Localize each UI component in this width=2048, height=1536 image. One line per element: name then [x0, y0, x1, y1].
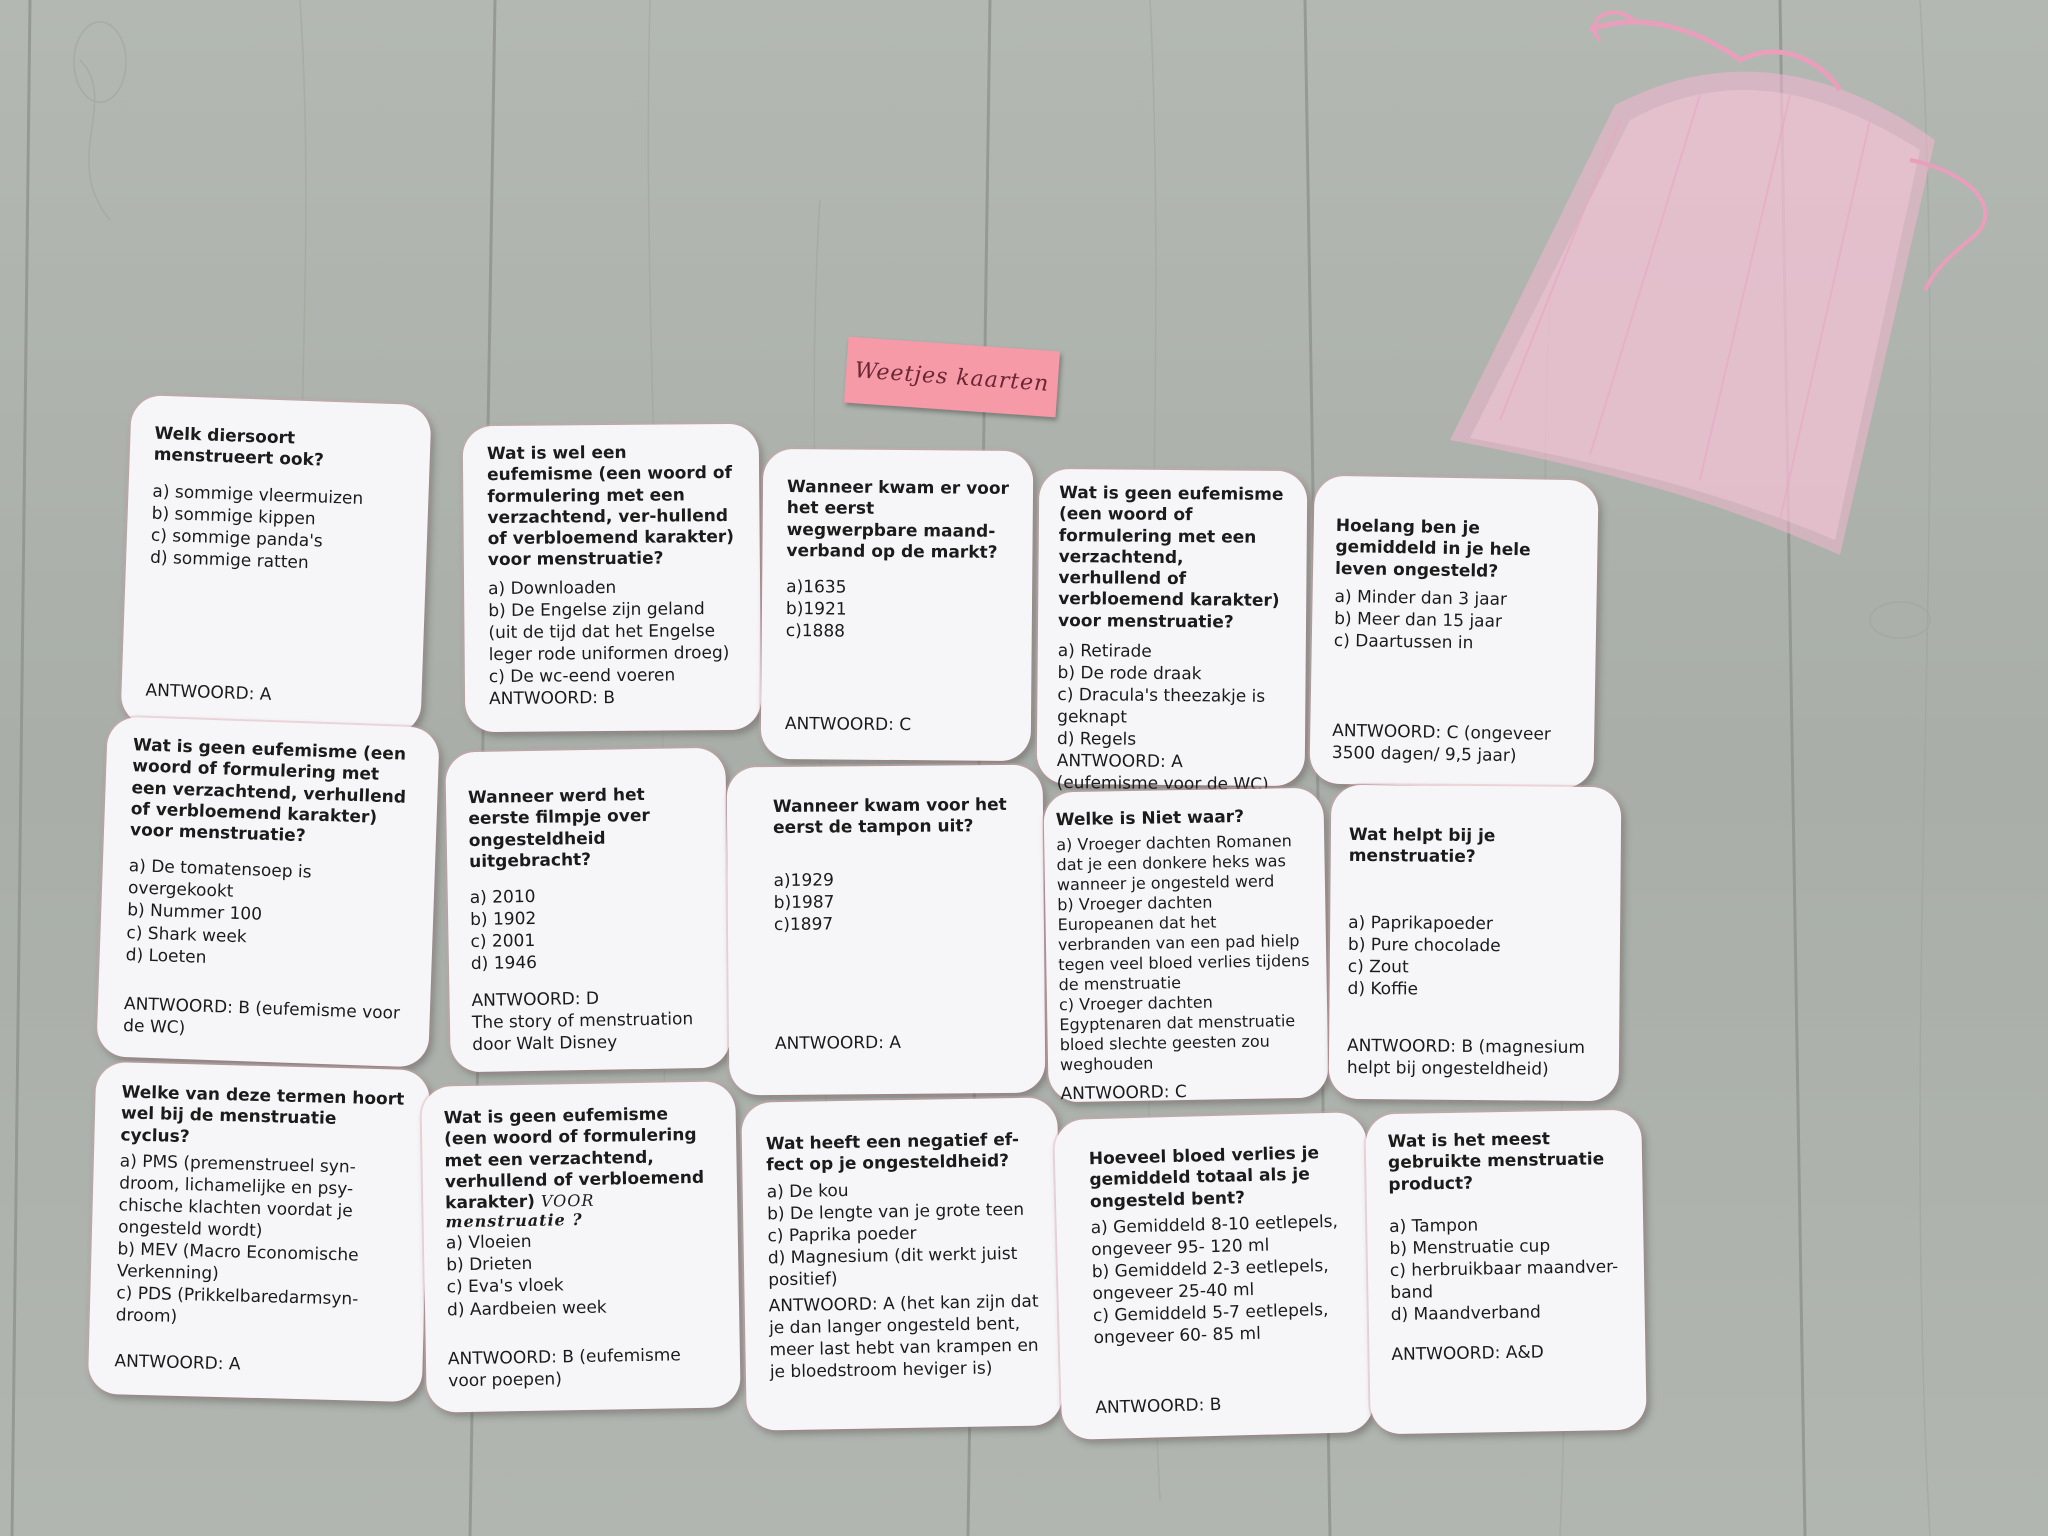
card-answer: ANTWOORD: B (eufemisme voor poepen) — [447, 1345, 681, 1392]
card-options: a) PMS (premenstrueel syn-droom, lichame… — [115, 1150, 408, 1334]
card-option: c) Dracula's theezakje is geknapt — [1057, 684, 1266, 728]
card-question: Wanneer werd het eerste filmpje over ong… — [467, 784, 650, 872]
card-option: c)1888 — [785, 621, 846, 642]
card-question: Wat is geen eufemisme (een woord of form… — [129, 735, 407, 847]
quiz-card[interactable]: Wanneer werd het eerste filmpje over ong… — [445, 747, 731, 1073]
card-options: a) De kou b) De lengte van je grote teen… — [767, 1176, 1039, 1291]
card-option: a) PMS (premenstrueel syn-droom, lichame… — [117, 1151, 357, 1242]
card-question: Wat is het meest gebruikte menstruatie p… — [1387, 1129, 1605, 1195]
card-question: Hoelang ben je gemiddeld in je hele leve… — [1334, 515, 1531, 582]
card-option: d) Regels — [1056, 729, 1137, 750]
card-option: d) Magnesium (dit werkt juist positief) — [767, 1243, 1018, 1291]
card-options: a)1635 b)1921 c)1888 — [786, 576, 1009, 644]
card-option: a) Downloaden — [488, 577, 617, 599]
card-option: b)1921 — [785, 599, 847, 620]
card-answer: ANTWOORD: A — [774, 1032, 902, 1054]
card-option: d) Aardbeien week — [446, 1297, 607, 1320]
card-option: d) Koffie — [1347, 978, 1419, 1000]
quiz-card[interactable]: Wat is geen eufemisme (een woord of form… — [96, 716, 440, 1068]
quiz-card[interactable]: Wat heeft een negatief ef-fect op je ong… — [741, 1097, 1063, 1431]
quiz-card[interactable]: Wat is geen eufemisme (een woord of form… — [1036, 468, 1308, 795]
quiz-card[interactable]: Hoeveel bloed verlies je gemiddeld totaa… — [1053, 1111, 1375, 1441]
card-options: a)1929 b)1987 c)1897 — [773, 867, 1020, 935]
card-options: a) Tampon b) Menstruatie cup c) herbruik… — [1389, 1212, 1627, 1327]
quiz-card[interactable]: Hoelang ben je gemiddeld in je hele leve… — [1309, 475, 1599, 789]
card-question: Wat helpt bij je menstruatie? — [1348, 824, 1496, 868]
card-option: a)1635 — [786, 577, 847, 598]
card-answer: ANTWOORD: B (magnesium helpt bij ongeste… — [1346, 1035, 1586, 1080]
card-option: a) Paprikapoeder — [1348, 912, 1493, 934]
card-options: a) Gemiddeld 8-10 eetlepels, ongeveer 95… — [1090, 1210, 1349, 1349]
card-question: Welk diersoort menstrueert ook? — [153, 423, 325, 471]
card-options: a) sommige vleermuizen b) sommige kippen… — [150, 480, 405, 577]
card-option: d) Maandverband — [1390, 1302, 1542, 1326]
card-option: c) Gemiddeld 5-7 eetlepels, ongeveer 60-… — [1092, 1300, 1329, 1349]
card-question: Hoeveel bloed verlies je gemiddeld totaa… — [1088, 1143, 1320, 1212]
organza-pouch-icon — [1450, 10, 1988, 555]
card-option: b) De lengte van je grote teen — [766, 1199, 1025, 1224]
card-options: a) 2010 b) 1902 c) 2001 d) 1946 — [470, 883, 708, 975]
card-question: Wanneer kwam er voor het eerst wegwerpba… — [786, 477, 1010, 563]
card-option: c) herbruikbaar maandver-band — [1389, 1256, 1619, 1304]
card-option: b) Vroeger dachten Europeanen dat het ve… — [1057, 892, 1310, 995]
card-option: c) De wc-eend voeren — [488, 665, 676, 687]
card-answer: ANTWOORD: B — [488, 687, 616, 710]
card-question: Wat is geen eufemisme (een woord of form… — [1057, 483, 1284, 633]
card-answer: ANTWOORD: C — [1060, 1082, 1187, 1105]
card-answer: ANTWOORD: B — [1095, 1394, 1222, 1419]
card-answer: ANTWOORD: D The story of menstruation do… — [471, 988, 694, 1055]
card-question: Welke van deze termen hoort wel bij de m… — [120, 1082, 405, 1147]
card-options: a) Vroeger dachten Romanen dat je een do… — [1056, 831, 1316, 1075]
card-option: a) Retirade — [1057, 640, 1152, 662]
card-options: a) Vloeien b) Drieten c) Eva's vloek d) … — [446, 1228, 720, 1321]
card-answer: ANTWOORD: B (eufemisme voor de WC) — [122, 993, 401, 1039]
card-option: b) MEV (Macro Economische Verkenning) — [116, 1239, 359, 1285]
quiz-card[interactable]: Wat helpt bij je menstruatie? a) Paprika… — [1328, 784, 1622, 1102]
card-option: b) Gemiddeld 2-3 eetlepels, ongeveer 25-… — [1091, 1255, 1329, 1305]
card-options: a) Minder dan 3 jaar b) Meer dan 15 jaar… — [1334, 586, 1575, 656]
card-options: a) Downloaden b) De Engelse zijn geland … — [488, 575, 737, 688]
card-options: a) Paprikapoeder b) Pure chocolade c) Zo… — [1347, 911, 1602, 1002]
handwritten-voor: VOOR — [540, 1190, 595, 1211]
card-question: Welke is Niet waar? — [1055, 806, 1245, 831]
card-option: d) 1946 — [470, 953, 538, 975]
quiz-card[interactable]: Wat is geen eufemisme (een woord of form… — [421, 1081, 741, 1413]
card-option: c) Daartussen in — [1333, 630, 1474, 654]
card-option: c) PDS (Prikkelbaredarmsyn-droom) — [115, 1283, 359, 1328]
quiz-card[interactable]: Welke is Niet waar? a) Vroeger dachten R… — [1043, 787, 1329, 1105]
card-question: Wanneer kwam voor het eerst de tampon ui… — [772, 794, 1007, 839]
card-option: b) Pure chocolade — [1347, 934, 1501, 956]
card-answer: ANTWOORD: A — [114, 1351, 241, 1375]
card-option: a)1929 — [773, 869, 834, 891]
quiz-card[interactable]: Wanneer kwam er voor het eerst wegwerpba… — [760, 448, 1034, 762]
card-question: Wat is geen eufemisme (een woord of form… — [444, 1104, 718, 1233]
card-option: b) De rode draak — [1057, 662, 1202, 685]
card-question: Wat is wel een eufemisme (een woord of f… — [486, 442, 735, 571]
card-answer: ANTWOORD: A (het kan zijn dat je dan lan… — [768, 1291, 1039, 1383]
card-answer: ANTWOORD: C (ongeveer 3500 dagen/ 9,5 ja… — [1331, 720, 1552, 767]
card-option: b) De Engelse zijn geland (uit de tijd d… — [488, 598, 730, 665]
card-answer: ANTWOORD: A — [145, 680, 272, 705]
card-option: a) Gemiddeld 8-10 eetlepels, ongeveer 95… — [1090, 1211, 1339, 1261]
quiz-card[interactable]: Wanneer kwam voor het eerst de tampon ui… — [726, 764, 1046, 1096]
card-question: Wat heeft een negatief ef-fect op je ong… — [765, 1129, 1020, 1176]
quiz-card[interactable]: Welke van deze termen hoort wel bij de m… — [87, 1061, 431, 1403]
card-options: a) Retirade b) De rode draak c) Dracula'… — [1057, 640, 1286, 752]
card-options: a) De tomatensoep is overgekookt b) Numm… — [125, 855, 413, 975]
card-option: c)1897 — [773, 914, 834, 935]
card-answer: ANTWOORD: A&D — [1391, 1342, 1544, 1366]
card-option: a) Vroeger dachten Romanen dat je een do… — [1056, 831, 1292, 895]
card-answer: ANTWOORD: C — [784, 713, 912, 736]
card-option: c) Vroeger dachten Egyptenaren dat menst… — [1058, 992, 1296, 1075]
quiz-card[interactable]: Wat is wel een eufemisme (een woord of f… — [462, 423, 762, 733]
card-option: b)1987 — [773, 892, 835, 913]
quiz-card[interactable]: Wat is het meest gebruikte menstruatie p… — [1365, 1109, 1647, 1435]
card-option: c) Zout — [1347, 956, 1409, 978]
quiz-card[interactable]: Welk diersoort menstrueert ook? a) sommi… — [120, 394, 432, 736]
